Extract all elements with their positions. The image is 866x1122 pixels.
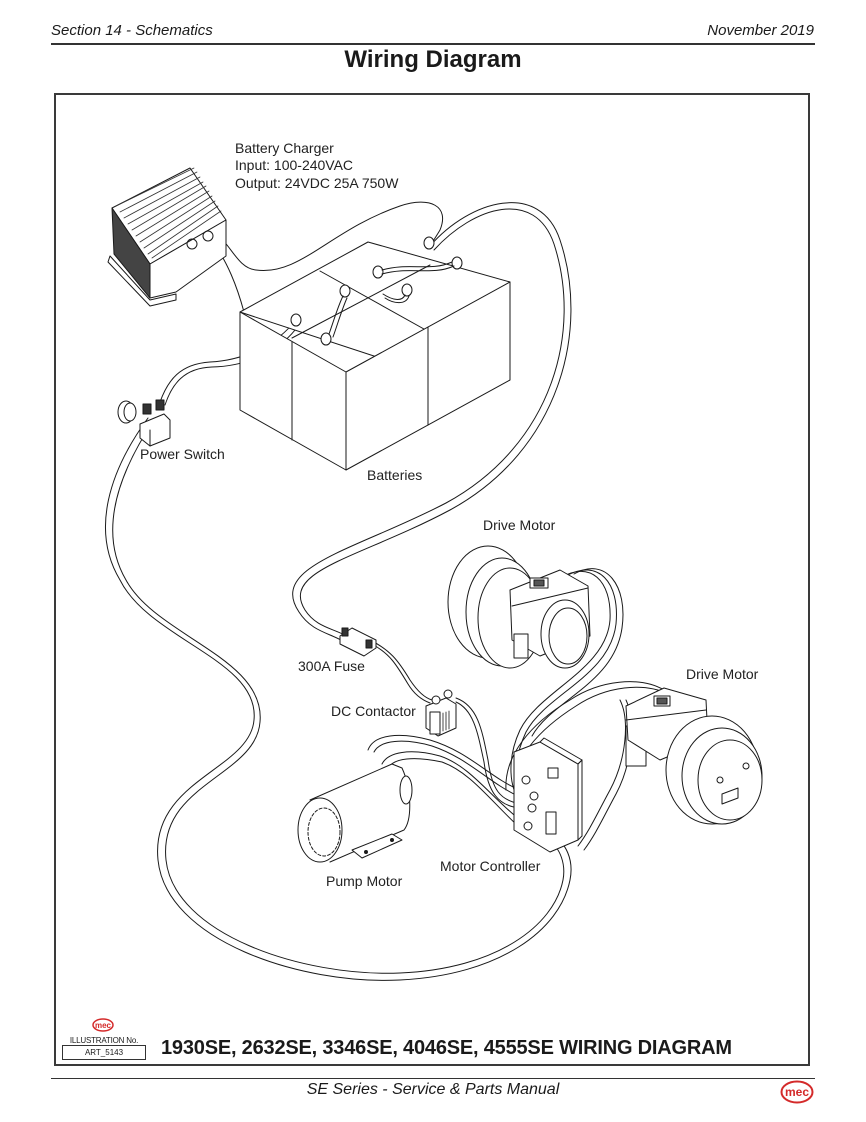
fuse-illustration: [339, 627, 377, 657]
illustration-number: ART_5143: [62, 1045, 146, 1060]
illustration-number-label: ILLUSTRATION No.: [69, 1036, 139, 1045]
mec-logo-icon: mec: [92, 1018, 114, 1032]
cable-pump-to-controller: [367, 734, 521, 827]
batteries-illustration: [239, 236, 511, 471]
dc-contactor-label: DC Contactor: [331, 703, 416, 719]
motor-controller-illustration: [513, 737, 583, 853]
battery-charger-label: Battery Charger: [235, 140, 334, 156]
section-header: Section 14 - Schematics: [51, 22, 213, 39]
cable-contactor-to-controller: [455, 697, 521, 805]
cable-power-switch-to-controller: [105, 417, 572, 981]
drive-motor-2-illustration: [625, 687, 763, 825]
power-switch-illustration: [117, 399, 171, 447]
battery-charger-input-spec: Input: 100-240VAC: [235, 157, 354, 173]
diagram-frame: [54, 93, 810, 1066]
page-title: Wiring Diagram: [344, 46, 522, 73]
battery-charger-output-spec: Output: 24VDC 25A 750W: [235, 175, 399, 191]
power-switch-label: Power Switch: [140, 446, 225, 462]
cable-charger-to-battery: [211, 201, 443, 272]
battery-charger-illustration: [107, 167, 227, 307]
header-divider: [51, 43, 815, 45]
footer-mec-logo-icon: mec: [780, 1080, 814, 1104]
pump-motor-label: Pump Motor: [326, 873, 403, 889]
svg-text:mec: mec: [785, 1085, 809, 1099]
cable-fuse-to-contactor: [369, 639, 433, 701]
pump-motor-illustration: [297, 763, 413, 863]
motor-controller-label: Motor Controller: [440, 858, 541, 874]
cable-battery-to-fuse: [292, 202, 572, 646]
fuse-label: 300A Fuse: [298, 658, 365, 674]
publication-date: November 2019: [707, 22, 814, 39]
drive-motor-1-illustration: [447, 545, 591, 669]
batteries-label: Batteries: [367, 467, 423, 483]
diagram-caption: 1930SE, 2632SE, 3346SE, 4046SE, 4555SE W…: [161, 1037, 732, 1059]
dc-contactor-illustration: [425, 689, 457, 737]
svg-text:mec: mec: [95, 1021, 112, 1030]
drive-motor-2-label: Drive Motor: [686, 666, 759, 682]
footer-title: SE Series - Service & Parts Manual: [306, 1081, 560, 1098]
footer-divider: [51, 1078, 815, 1079]
drive-motor-1-label: Drive Motor: [483, 517, 556, 533]
